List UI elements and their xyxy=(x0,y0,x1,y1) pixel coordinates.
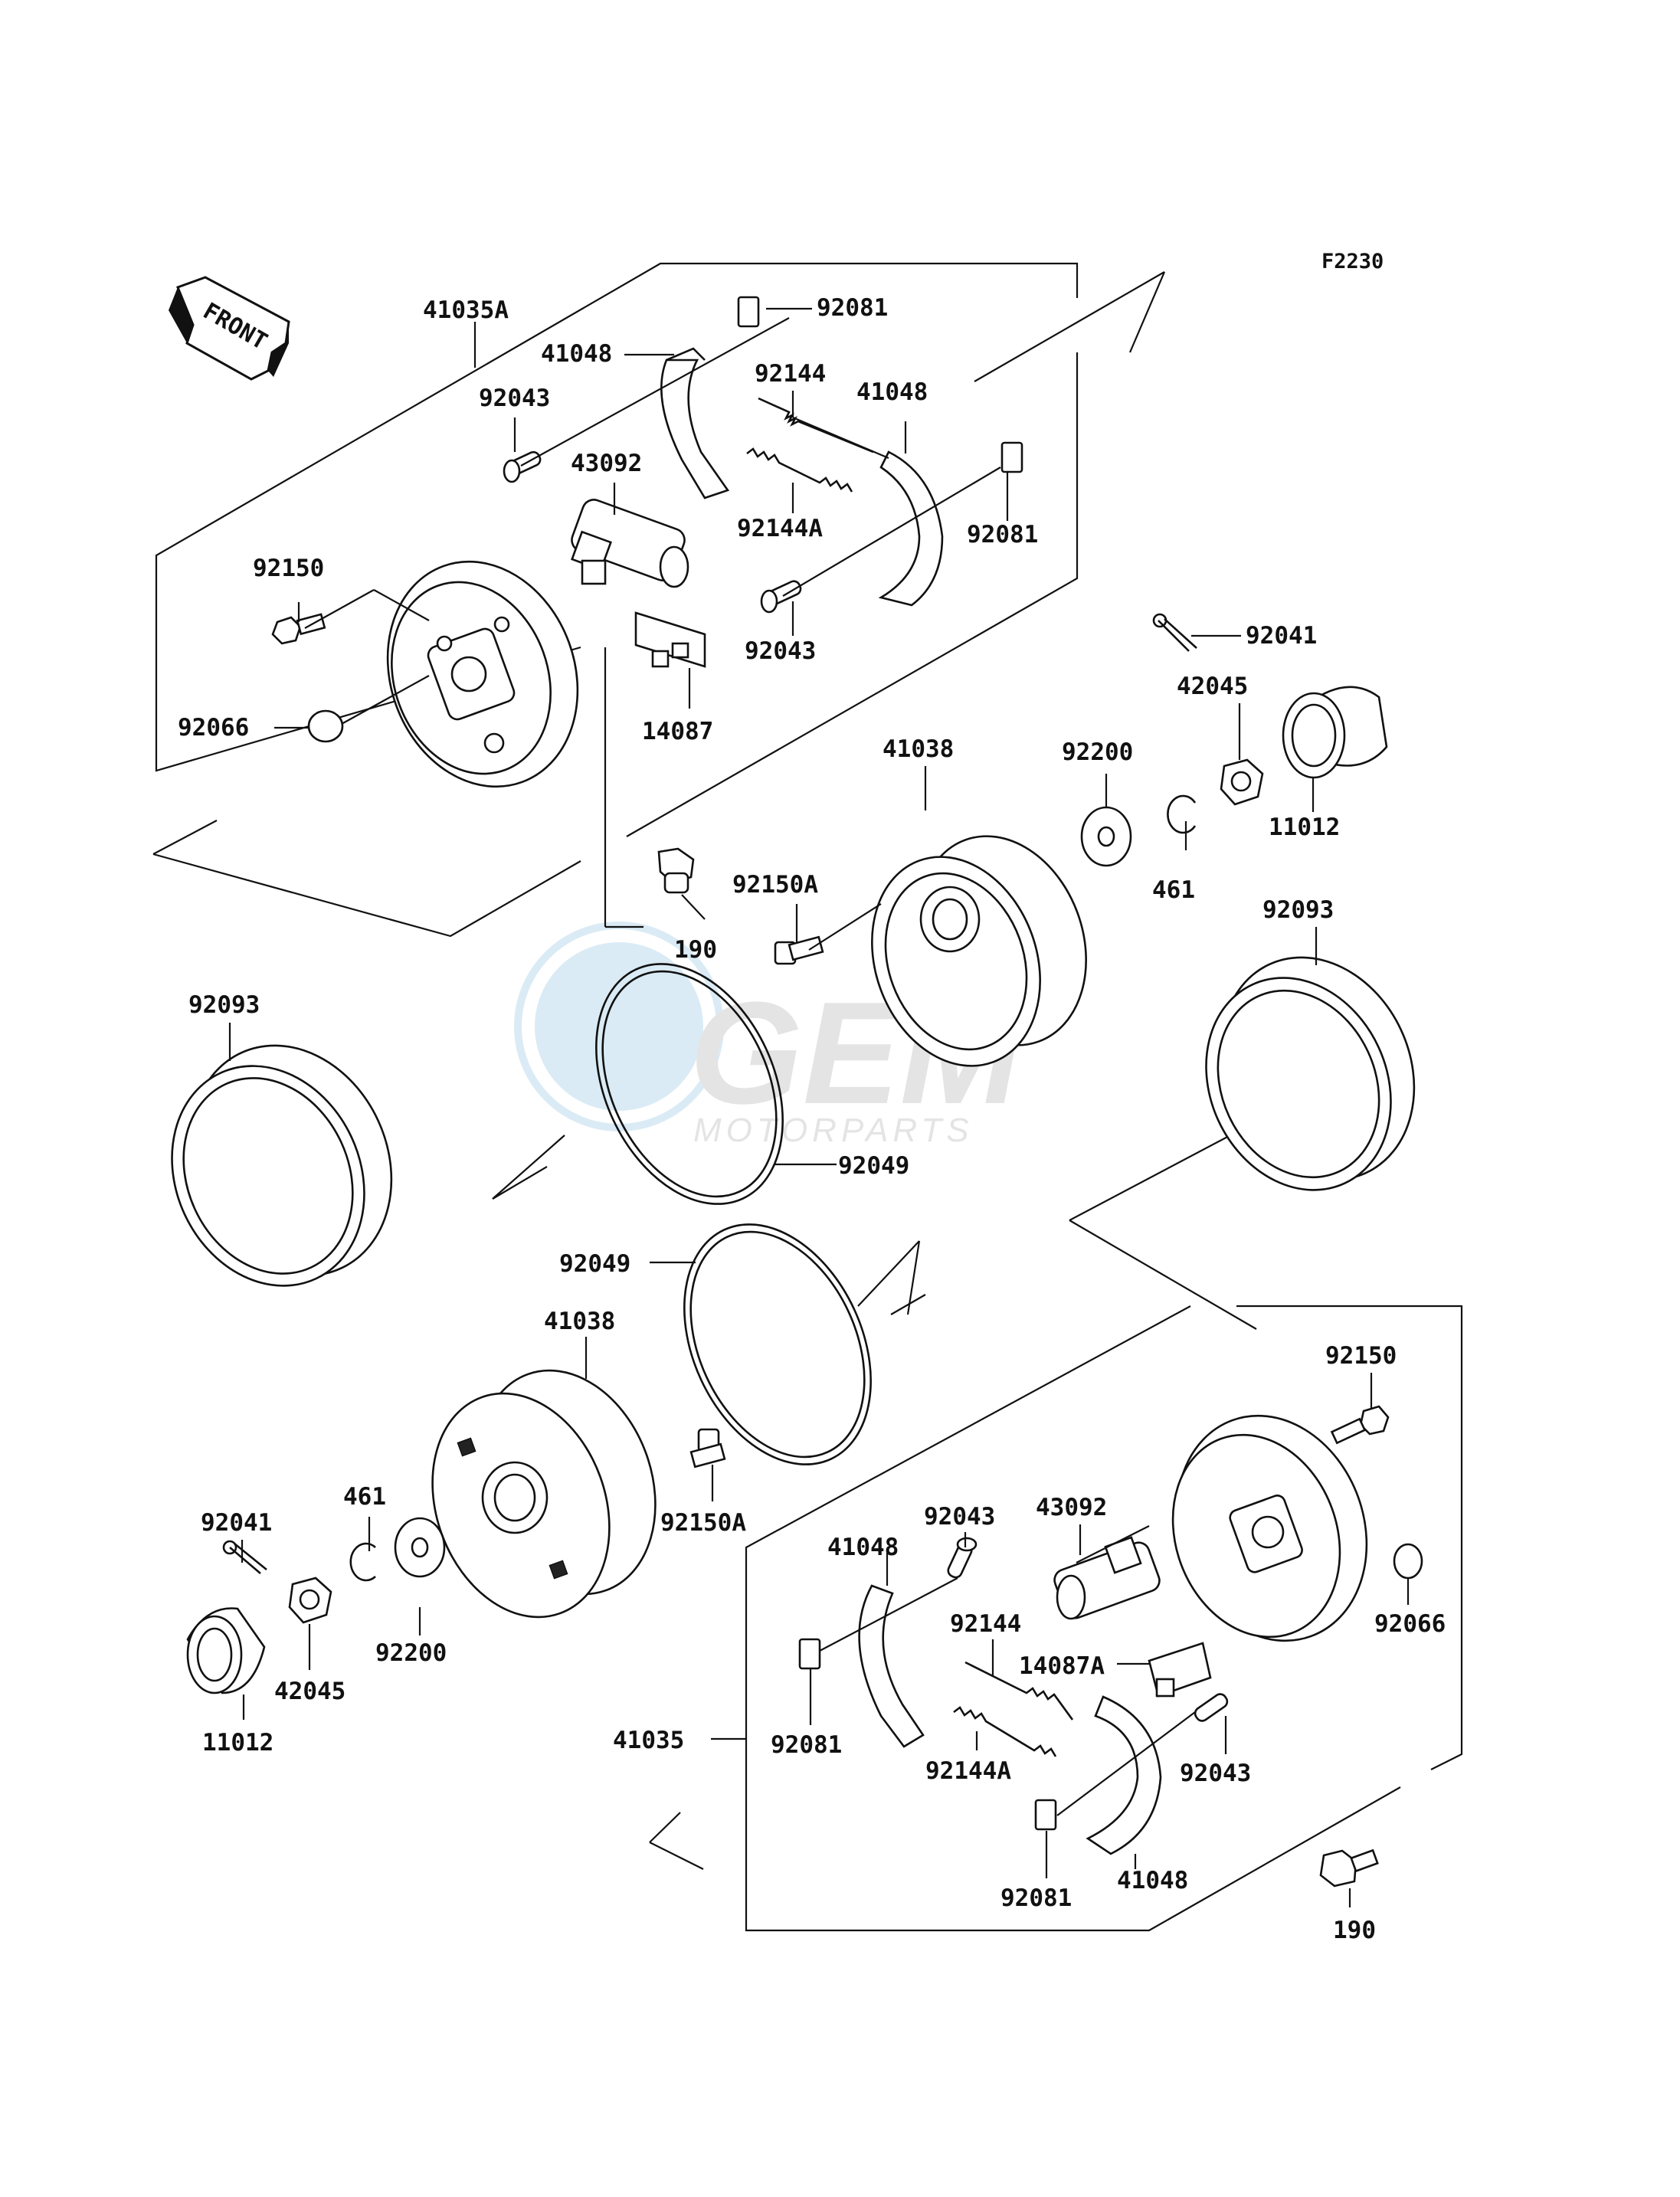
label-41038-a: 41038 xyxy=(883,735,954,763)
spring-92144A-lower xyxy=(953,1706,1057,1757)
seal-92049-upper xyxy=(595,963,784,1205)
label-43092-b: 43092 xyxy=(1036,1494,1107,1521)
label-92150A-a: 92150A xyxy=(732,871,818,899)
label-92081-a: 92081 xyxy=(817,294,888,322)
cotter-pin-92041-lower xyxy=(222,1540,267,1574)
nut-42045-upper xyxy=(1220,758,1264,806)
leader-lines xyxy=(228,307,1410,1907)
label-92041-b: 92041 xyxy=(201,1509,272,1537)
clip-92081-lower-b xyxy=(1034,1799,1057,1831)
label-92150-b: 92150 xyxy=(1325,1342,1397,1370)
label-92144-b: 92144 xyxy=(950,1610,1021,1638)
label-92081-b: 92081 xyxy=(967,521,1038,548)
label-92093-a: 92093 xyxy=(1262,896,1334,924)
label-92043-d: 92043 xyxy=(1180,1760,1251,1787)
brake-panel-lower xyxy=(1171,1414,1368,1642)
drum-41038-upper xyxy=(871,835,1087,1067)
cap-11012-lower xyxy=(186,1607,266,1694)
cover-92093-upper-right xyxy=(1205,956,1416,1191)
lower-assembly-outline xyxy=(492,1119,1463,1932)
label-92081-d: 92081 xyxy=(1000,1884,1072,1912)
spring-92144A-upper xyxy=(746,447,853,493)
label-92200-a: 92200 xyxy=(1062,738,1133,766)
spring-92144-lower xyxy=(964,1661,1074,1721)
wheel-cylinder-43092-lower xyxy=(1053,1536,1161,1620)
label-41048-a: 41048 xyxy=(541,340,612,368)
spring-92144-upper xyxy=(758,397,874,453)
washer-461-upper xyxy=(1167,794,1197,834)
label-14087: 14087 xyxy=(642,718,713,745)
label-92200-b: 92200 xyxy=(375,1639,447,1667)
label-92043-a: 92043 xyxy=(479,385,550,412)
label-42045-a: 42045 xyxy=(1177,673,1248,700)
brake-shoe-41048-upper-a xyxy=(660,347,730,499)
label-92066-b: 92066 xyxy=(1374,1610,1446,1638)
pin-92043-a xyxy=(503,450,542,483)
clip-92081-upper-a xyxy=(737,296,760,328)
label-43092-a: 43092 xyxy=(571,450,642,477)
label-461-b: 461 xyxy=(343,1483,386,1511)
label-11012-b: 11012 xyxy=(202,1729,273,1757)
figure-code: F2230 xyxy=(1321,250,1384,273)
plug-92066-upper xyxy=(307,709,344,743)
bolt-190-lower xyxy=(1319,1848,1379,1888)
bolt-92150A-upper xyxy=(774,935,824,965)
label-41038-b: 41038 xyxy=(544,1308,615,1335)
clip-92081-upper-b xyxy=(1000,441,1023,473)
label-41048-b: 41048 xyxy=(856,378,928,406)
label-461-a: 461 xyxy=(1152,876,1195,904)
drum-41038-lower xyxy=(431,1369,657,1619)
label-42045-b: 42045 xyxy=(274,1678,345,1705)
cotter-pin-92041-upper xyxy=(1152,613,1197,652)
label-92093-b: 92093 xyxy=(188,991,260,1019)
label-92144A-a: 92144A xyxy=(737,515,823,542)
washer-92200-upper xyxy=(1080,806,1132,867)
label-92081-c: 92081 xyxy=(771,1731,842,1759)
plate-14087 xyxy=(634,611,706,668)
label-92066-a: 92066 xyxy=(178,714,249,742)
bolt-92150A-lower xyxy=(689,1428,726,1468)
upper-assembly-outline xyxy=(152,262,1166,938)
watermark-sub: MOTORPARTS xyxy=(693,1112,974,1149)
plate-14087A xyxy=(1148,1642,1212,1698)
brake-shoe-41048-upper-b xyxy=(878,450,944,607)
wheel-cylinder-43092-upper xyxy=(571,499,689,588)
brake-shoe-41048-lower-b xyxy=(1086,1695,1162,1855)
label-41048-d: 41048 xyxy=(1117,1867,1188,1894)
label-41035A: 41035A xyxy=(423,296,509,324)
clip-92081-lower-a xyxy=(798,1638,821,1670)
label-14087A: 14087A xyxy=(1019,1652,1105,1680)
label-92144-a: 92144 xyxy=(755,360,826,388)
label-92043-c: 92043 xyxy=(924,1503,995,1531)
label-92049-a: 92049 xyxy=(838,1152,909,1180)
plug-92066-lower xyxy=(1393,1543,1423,1580)
washer-92200-lower xyxy=(394,1517,446,1578)
label-92150-a: 92150 xyxy=(253,555,324,582)
label-92150A-b: 92150A xyxy=(660,1509,746,1537)
cap-11012-upper xyxy=(1282,686,1388,779)
cover-92093-left xyxy=(171,1044,393,1287)
label-92049-b: 92049 xyxy=(559,1250,630,1278)
pin-92043-d xyxy=(1194,1693,1229,1722)
label-92043-b: 92043 xyxy=(745,637,816,665)
brake-shoe-41048-lower-a xyxy=(858,1584,925,1748)
brake-panel-upper xyxy=(386,560,579,788)
label-92041-a: 92041 xyxy=(1246,622,1317,650)
washer-461-lower xyxy=(349,1542,376,1582)
seal-92049-lower xyxy=(683,1223,872,1465)
front-arrow: FRONT xyxy=(169,276,290,381)
bolt-92150-lower xyxy=(1330,1405,1390,1445)
part-labels: 41035A 41048 92081 92043 92144 41048 430… xyxy=(178,294,1446,1944)
label-41048-c: 41048 xyxy=(827,1534,899,1561)
nut-42045-lower xyxy=(288,1577,332,1624)
label-41035: 41035 xyxy=(613,1727,684,1754)
label-190-a: 190 xyxy=(674,936,717,964)
label-190-b: 190 xyxy=(1333,1917,1376,1944)
pin-92043-b xyxy=(760,580,802,614)
pin-92043-c xyxy=(947,1537,978,1579)
label-11012-a: 11012 xyxy=(1269,814,1340,841)
bolt-190-upper xyxy=(657,847,695,894)
label-92144A-b: 92144A xyxy=(925,1757,1011,1785)
